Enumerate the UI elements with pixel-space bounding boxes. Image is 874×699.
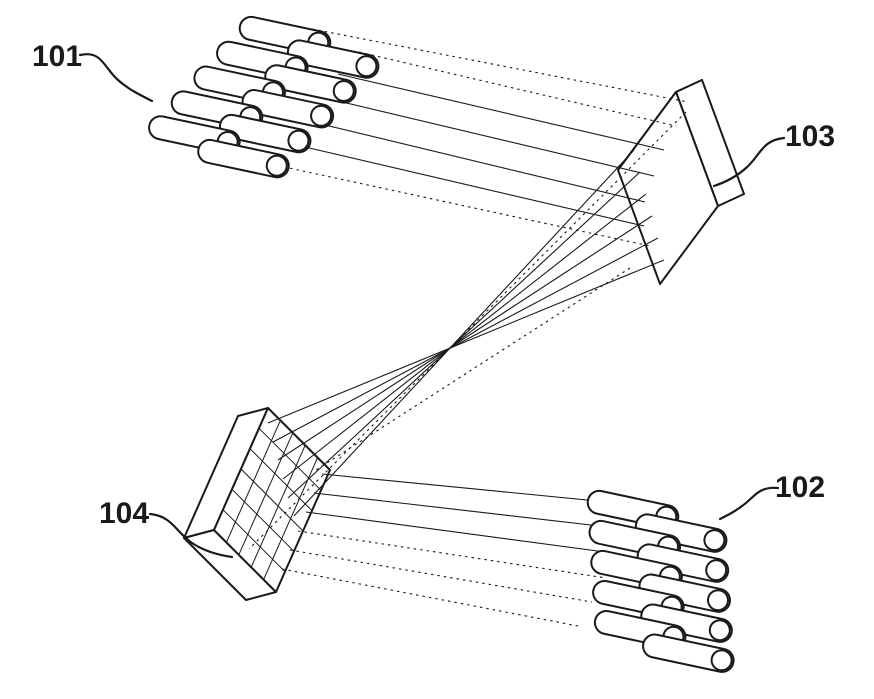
- beam-line-dashed: [281, 568, 579, 627]
- fiber-bundle-102: [584, 487, 737, 676]
- ref-label-103: 103: [785, 120, 835, 153]
- beam-line-dashed: [358, 51, 677, 127]
- fiber-bundle-101: [145, 13, 382, 181]
- beam-line: [305, 511, 621, 555]
- leader-line-101: [78, 53, 154, 103]
- beam-line-dashed: [297, 530, 607, 579]
- beam-line: [293, 149, 635, 517]
- leader-line-102: [718, 486, 780, 521]
- beam-line: [337, 73, 665, 151]
- beam-line: [267, 259, 665, 424]
- beam-line: [274, 139, 645, 227]
- slab-104: [183, 407, 331, 601]
- beam-line: [277, 215, 653, 461]
- beam-line: [282, 193, 647, 480]
- reference-labels: 101 103 104 102: [32, 40, 835, 559]
- leader-line-103: [712, 136, 786, 188]
- beam-line-dashed: [248, 111, 687, 550]
- beam-line-dashed: [311, 28, 689, 103]
- ref-label-104: 104: [99, 497, 149, 530]
- beams-101-to-103: [251, 28, 689, 247]
- slab-104-grid: [222, 420, 322, 580]
- beam-line-dashed: [289, 549, 593, 603]
- beam-line: [287, 171, 641, 499]
- beam-line-dashed: [315, 267, 631, 471]
- beam-line: [316, 95, 655, 177]
- beam-line: [295, 117, 646, 203]
- beam-line: [313, 492, 635, 531]
- slab-103: [617, 79, 745, 285]
- beam-line-dashed: [251, 159, 651, 247]
- ref-label-101: 101: [32, 40, 82, 73]
- leader-line-104: [148, 512, 234, 559]
- beam-line: [272, 237, 659, 443]
- beams-103-to-104: [248, 111, 687, 550]
- ref-label-102: 102: [775, 471, 825, 504]
